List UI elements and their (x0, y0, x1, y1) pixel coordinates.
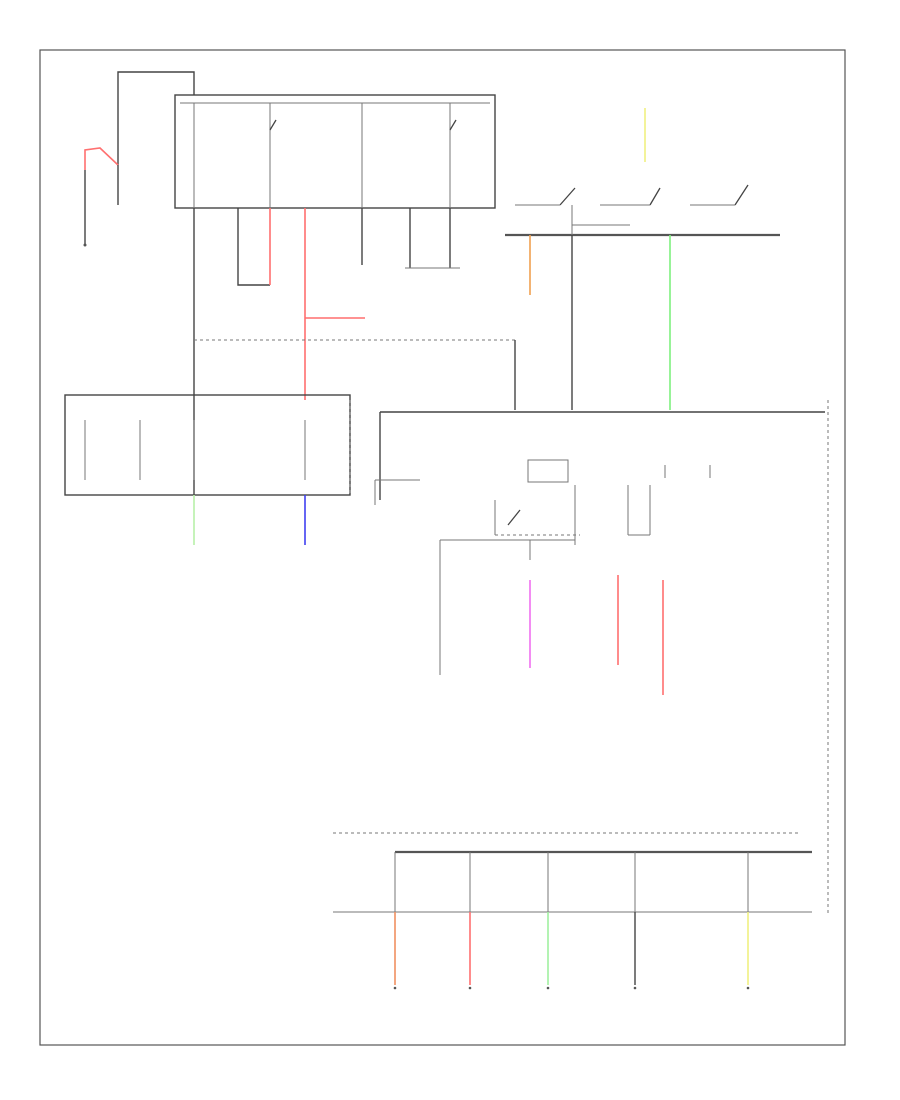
bottom-bus (333, 832, 812, 913)
mid-outputs (529, 575, 664, 695)
bottom-outputs (393, 912, 750, 990)
ipdm-outputs (193, 208, 515, 495)
fuse-block (64, 394, 351, 545)
battery-circuit (83, 71, 195, 247)
ipdm-box (174, 94, 496, 209)
ignition-outputs (514, 235, 671, 410)
diagram-frame (39, 49, 846, 1046)
ignition-switch (505, 108, 780, 237)
ecm-section (374, 400, 829, 915)
